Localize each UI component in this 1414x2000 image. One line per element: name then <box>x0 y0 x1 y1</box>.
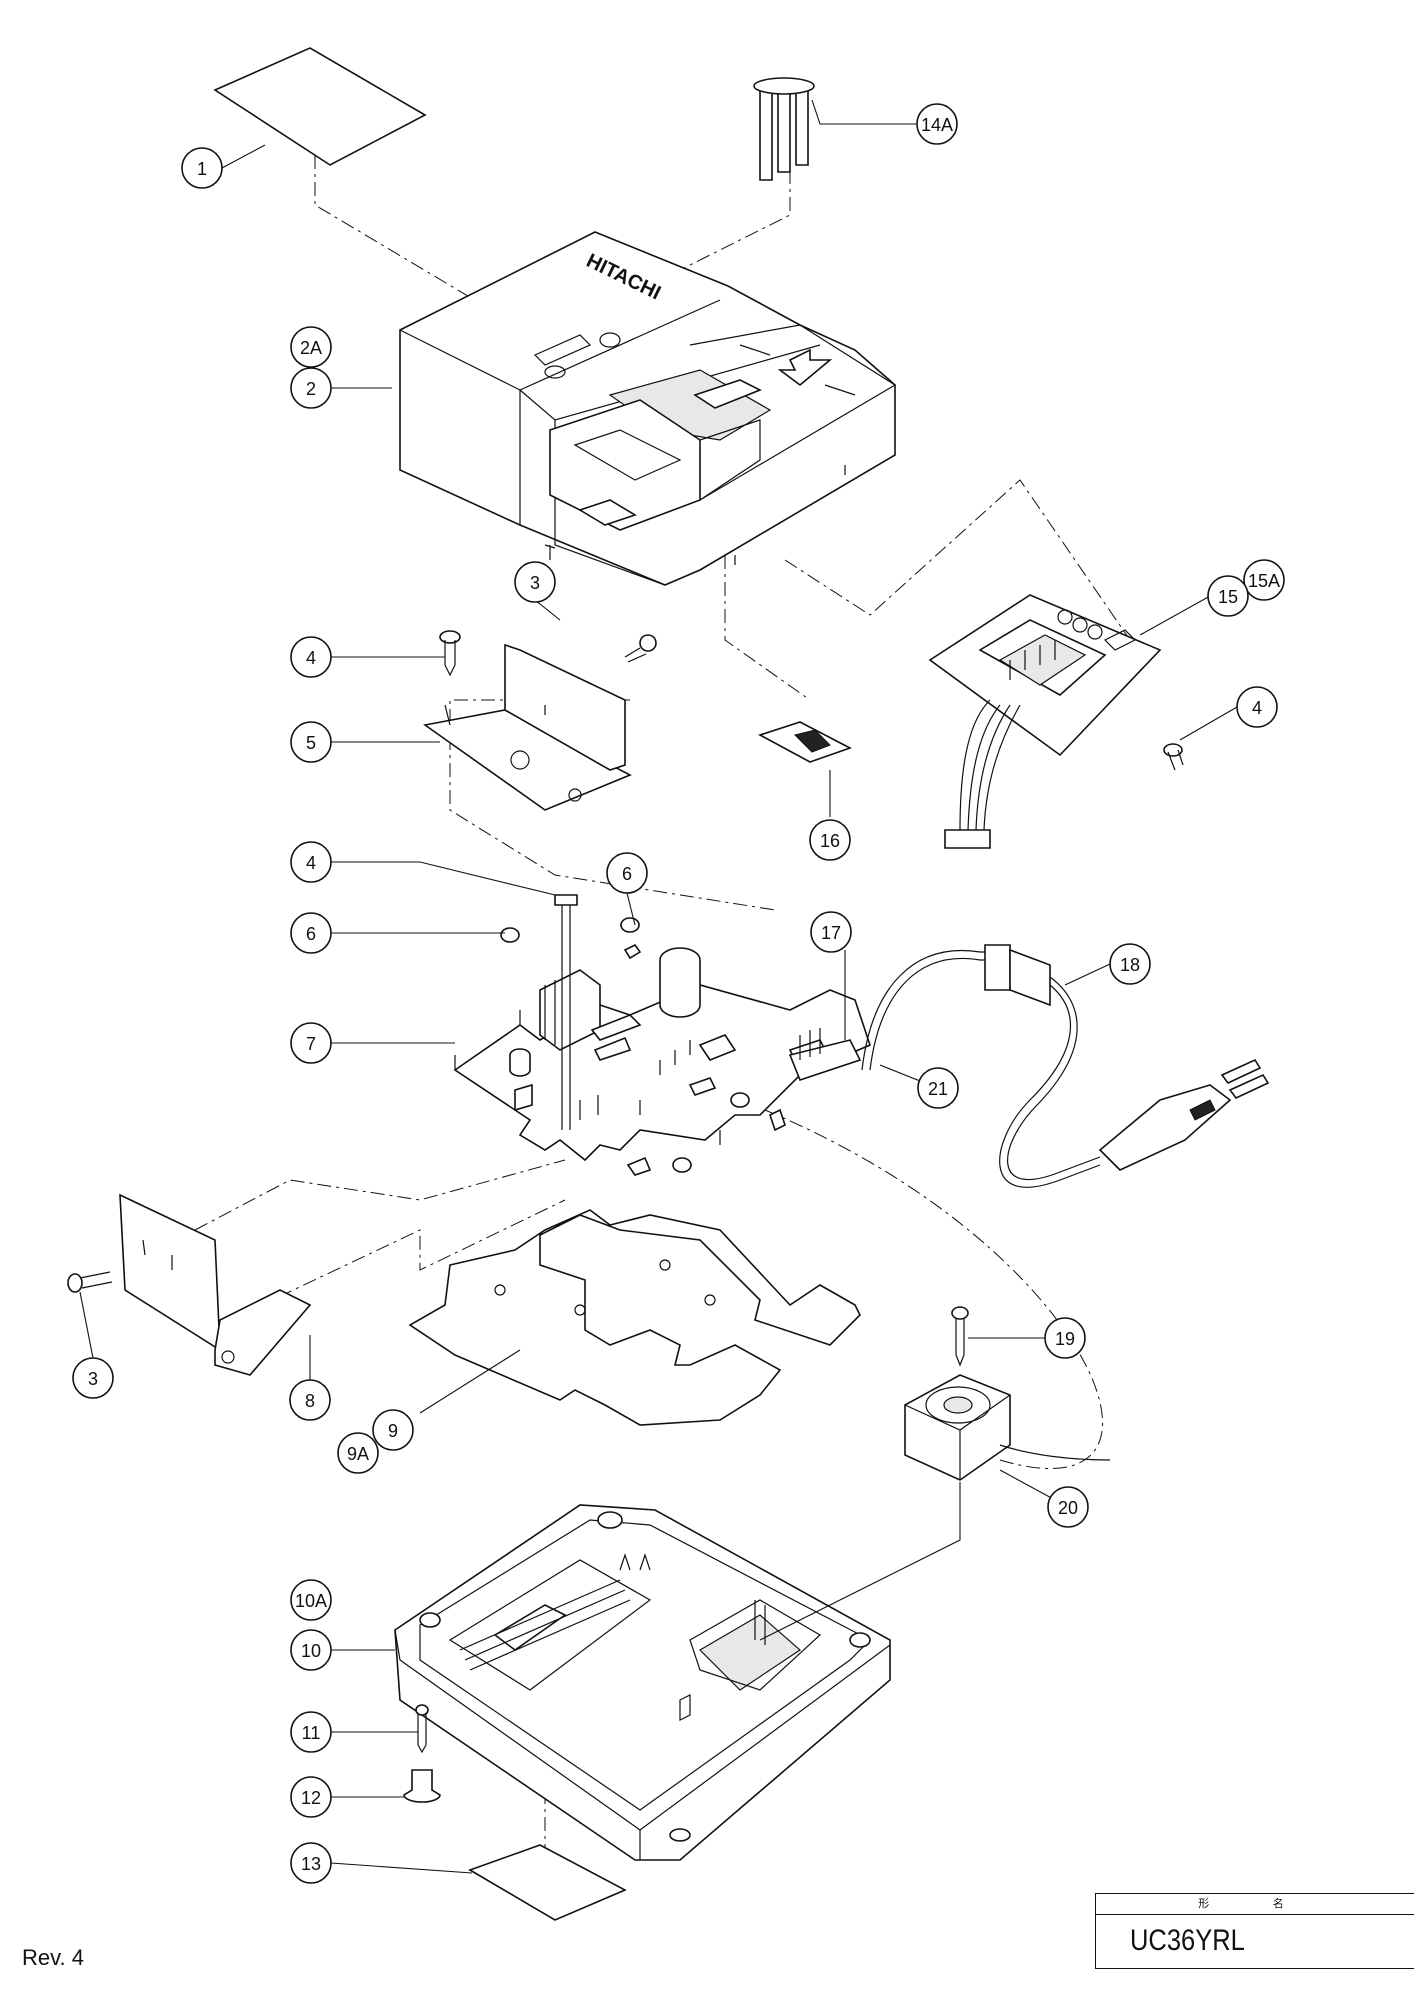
part-15-terminal-block <box>928 594 1162 849</box>
callout-11: 11 <box>290 1711 332 1753</box>
part-13-sheet <box>468 1844 627 1921</box>
svg-text:4: 4 <box>306 648 316 668</box>
svg-text:9: 9 <box>388 1421 398 1441</box>
callouts: 1 14A 2A 2 3 4 5 15A 15 4 16 6 4 6 17 18… <box>72 103 1285 1884</box>
svg-text:14A: 14A <box>921 115 953 135</box>
svg-text:18: 18 <box>1120 955 1140 975</box>
callout-13: 13 <box>290 1842 332 1884</box>
svg-text:11: 11 <box>302 1723 321 1743</box>
revision-label: Rev. 4 <box>22 1945 84 1970</box>
callout-6-left: 6 <box>290 912 332 954</box>
part-7-pcb <box>453 894 871 1176</box>
screw-left <box>67 1271 113 1293</box>
callout-1: 1 <box>181 147 223 189</box>
svg-text:12: 12 <box>301 1788 321 1808</box>
part-5-bracket <box>422 643 632 811</box>
callout-2: 2 <box>290 367 332 409</box>
callout-4-top: 4 <box>290 636 332 678</box>
callout-10a: 10A <box>290 1579 332 1621</box>
svg-text:3: 3 <box>88 1369 98 1389</box>
part-18-cord <box>861 944 1270 1188</box>
svg-text:2: 2 <box>306 379 316 399</box>
callout-14a: 14A <box>916 103 958 145</box>
part-16-sticker <box>757 721 853 763</box>
part-2-upper-housing: HITACHI <box>399 231 897 586</box>
svg-text:1: 1 <box>197 159 207 179</box>
leader-lines <box>79 99 1238 1874</box>
callout-9a: 9A <box>337 1432 379 1474</box>
callout-7: 7 <box>290 1022 332 1064</box>
callout-5: 5 <box>290 721 332 763</box>
svg-text:10A: 10A <box>295 1591 327 1611</box>
svg-text:4: 4 <box>1252 698 1262 718</box>
svg-text:15: 15 <box>1218 587 1238 607</box>
svg-text:20: 20 <box>1058 1498 1078 1518</box>
callout-15a: 15A <box>1243 559 1285 601</box>
part-14a-pins <box>753 77 815 181</box>
callout-16: 16 <box>809 819 851 861</box>
callout-17: 17 <box>810 911 852 953</box>
svg-text:16: 16 <box>820 831 840 851</box>
callout-2a: 2A <box>290 326 332 368</box>
callout-4-mid: 4 <box>290 841 332 883</box>
part-1-label <box>213 47 427 166</box>
part-8-bracket <box>119 1193 312 1376</box>
callout-9: 9 <box>372 1409 414 1451</box>
svg-text:10: 10 <box>301 1641 321 1661</box>
callout-8: 8 <box>289 1379 331 1421</box>
svg-text:6: 6 <box>306 924 316 944</box>
svg-text:5: 5 <box>306 733 316 753</box>
callout-4-right: 4 <box>1236 686 1278 728</box>
part-10-base <box>394 1504 891 1861</box>
svg-text:2A: 2A <box>300 338 322 358</box>
screw-11-foot-12 <box>403 1704 441 1803</box>
svg-text:7: 7 <box>306 1034 316 1054</box>
svg-text:19: 19 <box>1055 1329 1075 1349</box>
callout-6-mid: 6 <box>606 852 648 894</box>
callout-19: 19 <box>1044 1317 1086 1359</box>
svg-text:9A: 9A <box>347 1444 369 1464</box>
model-number: UC36YRL <box>1130 1924 1245 1957</box>
svg-text:4: 4 <box>306 853 316 873</box>
svg-text:15A: 15A <box>1248 571 1280 591</box>
callout-21: 21 <box>917 1067 959 1109</box>
callout-10: 10 <box>290 1629 332 1671</box>
svg-text:6: 6 <box>622 864 632 884</box>
svg-text:21: 21 <box>928 1079 948 1099</box>
model-title-box: 形 名 UC36YRL <box>1095 1893 1414 1969</box>
part-9-sheet <box>408 1209 861 1426</box>
svg-text:3: 3 <box>530 573 540 593</box>
callout-3-left: 3 <box>72 1357 114 1399</box>
svg-text:8: 8 <box>305 1391 315 1411</box>
callout-12: 12 <box>290 1776 332 1818</box>
callout-3-top: 3 <box>514 561 556 603</box>
svg-text:17: 17 <box>821 923 841 943</box>
callout-15: 15 <box>1207 575 1249 617</box>
svg-text:13: 13 <box>301 1854 321 1874</box>
screw-right <box>1163 743 1184 771</box>
screws-top <box>439 630 657 677</box>
screw-19 <box>951 1306 969 1367</box>
callout-18: 18 <box>1109 943 1151 985</box>
model-header: 形 名 <box>1096 1894 1414 1915</box>
callout-20: 20 <box>1047 1486 1089 1528</box>
part-20-fan <box>904 1374 1111 1481</box>
